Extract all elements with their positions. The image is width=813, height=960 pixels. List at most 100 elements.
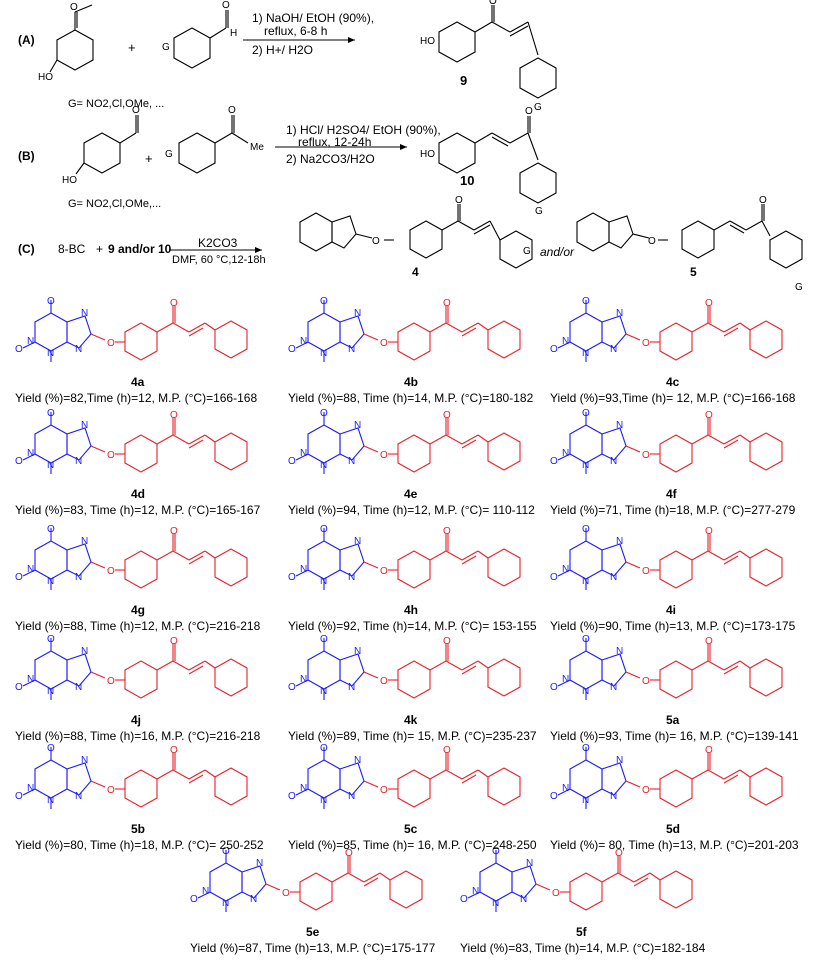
svg-text:N: N xyxy=(222,898,229,909)
svg-text:O: O xyxy=(288,791,296,802)
svg-text:O: O xyxy=(705,298,713,309)
svg-text:N: N xyxy=(47,576,54,587)
compound-4i-caption: Yield (%)=90, Time (h)=13, M.P. (°C)=173… xyxy=(550,619,796,633)
svg-text:O: O xyxy=(107,676,115,687)
caffeine-n1-label: N xyxy=(562,448,569,459)
compound-5d-id: 5d xyxy=(666,822,680,836)
svg-text:N: N xyxy=(348,344,355,355)
svg-text:O: O xyxy=(288,344,296,355)
svg-text:O: O xyxy=(170,526,178,537)
svg-text:O: O xyxy=(642,566,650,577)
svg-text:O: O xyxy=(320,634,328,645)
svg-text:O: O xyxy=(170,636,178,647)
scheme-c-label: (C) xyxy=(18,242,35,256)
compound-5f-id: 5f xyxy=(576,925,588,939)
svg-text:O: O xyxy=(15,791,23,802)
compound-4c-caption: Yield (%)=93,Time (h)= 12, M.P. (°C)=166… xyxy=(550,391,796,405)
caffeine-n1-label: N xyxy=(202,886,209,897)
scheme-b-label: (B) xyxy=(18,149,35,163)
svg-text:O: O xyxy=(47,634,55,645)
svg-text:O: O xyxy=(372,236,380,247)
svg-text:O: O xyxy=(107,450,115,461)
scheme-a-reactant-acetophenone xyxy=(49,4,94,73)
svg-text:N: N xyxy=(320,576,327,587)
caffeine-n1-label: N xyxy=(27,674,34,685)
compound-4c-id: 4c xyxy=(666,375,680,389)
compound-4d-caption: Yield (%)=83, Time (h)=12, M.P. (°C)=165… xyxy=(15,503,261,517)
caffeine-n1-label: N xyxy=(300,448,307,459)
svg-text:O: O xyxy=(380,676,388,687)
caffeine-n1-label: N xyxy=(300,336,307,347)
svg-text:N: N xyxy=(81,420,88,431)
svg-text:O: O xyxy=(190,894,198,905)
compound-4e-caption: Yield (%)=94, Time (h)=12, M.P. (°C)= 11… xyxy=(288,503,535,517)
caffeine-n1-label: N xyxy=(300,564,307,575)
compound-4a-caption: Yield (%)=82,Time (h)=12, M.P. (°C)=166-… xyxy=(15,391,258,405)
svg-text:N: N xyxy=(348,456,355,467)
caffeine-n1-label: N xyxy=(27,448,34,459)
svg-text:N: N xyxy=(610,572,617,583)
svg-text:N: N xyxy=(354,755,361,766)
svg-text:N: N xyxy=(75,344,82,355)
svg-text:N: N xyxy=(81,308,88,319)
svg-text:O: O xyxy=(443,526,451,537)
svg-text:O: O xyxy=(222,846,230,857)
svg-text:O: O xyxy=(642,785,650,796)
svg-text:N: N xyxy=(81,536,88,547)
svg-text:O: O xyxy=(222,0,230,11)
compound-4f-caption: Yield (%)=71, Time (h)=18, M.P. (°C)=277… xyxy=(550,503,796,517)
svg-text:N: N xyxy=(616,308,623,319)
caffeine-n1-label: N xyxy=(300,674,307,685)
svg-text:O: O xyxy=(642,676,650,687)
compound-5c-id: 5c xyxy=(404,822,418,836)
svg-text:N: N xyxy=(348,572,355,583)
svg-text:O: O xyxy=(489,0,497,7)
svg-text:G: G xyxy=(523,246,531,257)
svg-text:O: O xyxy=(550,344,558,355)
compound-5a-id: 5a xyxy=(666,713,680,727)
svg-text:O: O xyxy=(320,296,328,307)
svg-text:O: O xyxy=(615,848,623,859)
compound-4b-caption: Yield (%)=88, Time (h)=14, M.P. (°C)=180… xyxy=(288,391,534,405)
svg-text:O: O xyxy=(47,296,55,307)
svg-text:N: N xyxy=(582,795,589,806)
scheme-c-product-5-label: 5 xyxy=(690,265,697,279)
svg-text:N: N xyxy=(582,576,589,587)
compound-4h-caption: Yield (%)=92, Time (h)=14, M.P. (°C)= 15… xyxy=(288,619,537,633)
scheme-a-condition-1b: reflux, 6-8 h xyxy=(264,24,328,38)
svg-text:O: O xyxy=(550,682,558,693)
svg-text:N: N xyxy=(47,795,54,806)
svg-text:N: N xyxy=(582,460,589,471)
scheme-c-product-5-structure xyxy=(576,204,803,269)
svg-text:O: O xyxy=(228,105,236,116)
svg-text:O: O xyxy=(460,894,468,905)
scheme-c-product-4-structure xyxy=(299,204,533,269)
caffeine-n1-label: N xyxy=(562,783,569,794)
svg-text:N: N xyxy=(582,686,589,697)
svg-text:N: N xyxy=(610,456,617,467)
compound-5e-caption: Yield (%)=87, Time (h)=13, M.P. (°C)=175… xyxy=(190,941,436,955)
svg-text:G: G xyxy=(534,102,542,113)
compound-4j-id: 4j xyxy=(131,713,141,727)
svg-text:N: N xyxy=(320,348,327,359)
scheme-a-oxygen: O xyxy=(70,2,78,13)
svg-text:HO: HO xyxy=(420,149,435,160)
scheme-c-condition-2: DMF, 60 °C,12-18h xyxy=(172,254,266,266)
scheme-b-condition-2: 2) Na2CO3/H2O xyxy=(286,152,375,166)
svg-text:N: N xyxy=(526,858,533,869)
svg-text:O: O xyxy=(288,572,296,583)
caffeine-n1-label: N xyxy=(562,674,569,685)
svg-text:O: O xyxy=(550,572,558,583)
svg-text:N: N xyxy=(75,682,82,693)
